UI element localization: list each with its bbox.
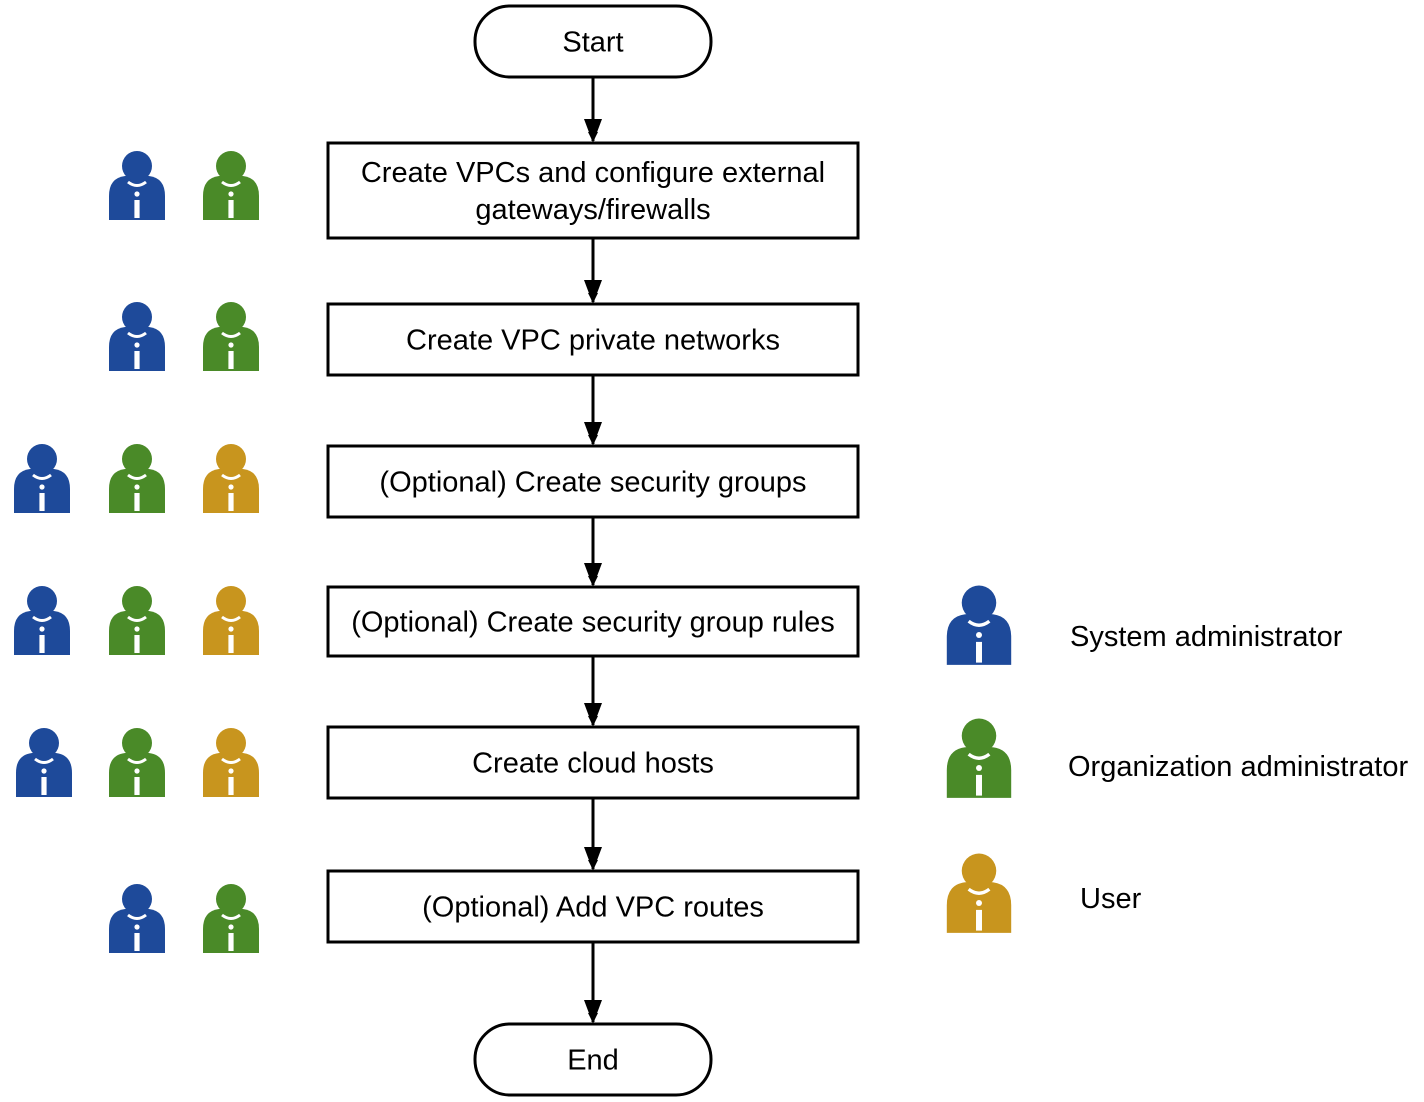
legend-label-user: User xyxy=(1080,883,1142,915)
step-6-system_admin-person-icon xyxy=(109,884,165,953)
arrow-to-step-6-head xyxy=(584,847,602,871)
legend-system_admin-person-icon xyxy=(946,585,1012,665)
arrow-to-step-3-head xyxy=(584,422,602,446)
step-box-4 xyxy=(326,585,860,658)
step-3-org_admin-person-icon xyxy=(109,444,165,513)
step-1-label-line-2: gateways/firewalls xyxy=(475,194,710,226)
start-terminal-label: Start xyxy=(562,27,623,59)
arrow-to-end-head xyxy=(584,1000,602,1024)
step-4-label-line-1: (Optional) Create security group rules xyxy=(351,607,835,639)
step-6-label-line-1: (Optional) Add VPC routes xyxy=(422,892,764,924)
arrow-to-step-4-head xyxy=(584,563,602,587)
step-5-user-person-icon xyxy=(203,728,259,797)
step-4-user-person-icon xyxy=(203,586,259,655)
step-1-label-line-1: Create VPCs and configure external xyxy=(361,157,825,189)
step-3-label-line-1: (Optional) Create security groups xyxy=(379,467,806,499)
end-terminal xyxy=(473,1022,713,1097)
arrow-to-step-5-head xyxy=(584,703,602,727)
legend-user-person-icon xyxy=(946,853,1012,933)
step-4-org_admin-person-icon xyxy=(109,586,165,655)
end-terminal-label: End xyxy=(567,1045,619,1077)
step-5-org_admin-person-icon xyxy=(109,728,165,797)
step-1-system_admin-person-icon xyxy=(109,151,165,220)
step-3-user-person-icon xyxy=(203,444,259,513)
legend-org_admin-person-icon xyxy=(946,718,1012,798)
step-box-3 xyxy=(326,444,860,519)
step-2-org_admin-person-icon xyxy=(203,302,259,371)
step-2-label-line-1: Create VPC private networks xyxy=(406,325,780,357)
step-box-1 xyxy=(326,141,860,240)
step-2-system_admin-person-icon xyxy=(109,302,165,371)
step-1-org_admin-person-icon xyxy=(203,151,259,220)
arrow-to-step-1-head xyxy=(584,119,602,143)
step-5-label-line-1: Create cloud hosts xyxy=(472,748,714,780)
step-box-5 xyxy=(326,725,860,800)
arrow-to-step-2-head xyxy=(584,280,602,304)
legend-label-org_admin: Organization administrator xyxy=(1068,751,1408,783)
step-5-system_admin-person-icon xyxy=(16,728,72,797)
legend-label-system_admin: System administrator xyxy=(1070,621,1343,653)
step-4-system_admin-person-icon xyxy=(14,586,70,655)
step-6-org_admin-person-icon xyxy=(203,884,259,953)
step-3-system_admin-person-icon xyxy=(14,444,70,513)
